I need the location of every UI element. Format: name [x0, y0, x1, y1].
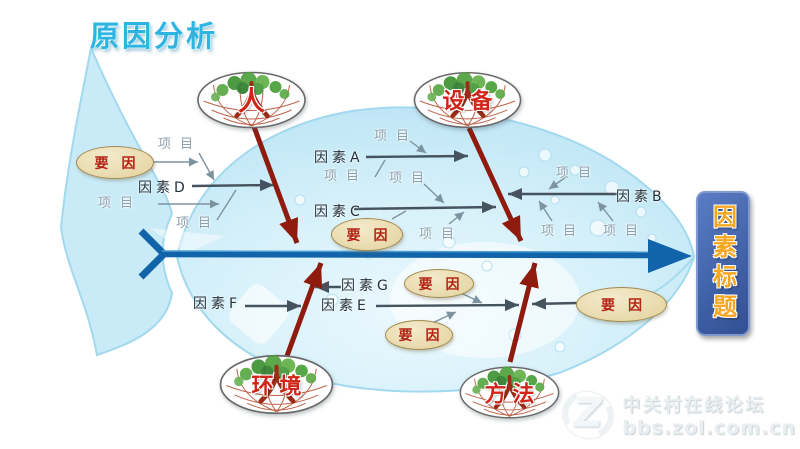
category-ellipse-equipment: 设备 [413, 71, 522, 129]
factor-label-g: 因素G [341, 278, 392, 294]
factor-label-a: 因素A [314, 150, 364, 166]
cause-label: 要因 [601, 297, 655, 314]
cause-ellipse: 要因 [76, 146, 154, 179]
item-label: 项目 [176, 216, 221, 231]
cause-label: 要因 [346, 227, 401, 244]
watermark: Z 中关村在线论坛 bbs.zol.com.cn [557, 385, 796, 445]
category-label: 设备 [442, 89, 499, 115]
item-label: 项目 [389, 171, 434, 186]
page-title: 原因分析 [90, 19, 219, 53]
main-bones [250, 123, 539, 363]
factor-title-box: 因素标题 [696, 191, 750, 336]
watermark-site-url: bbs.zol.com.cn [622, 417, 796, 439]
watermark-site-name: 中关村在线论坛 [622, 395, 766, 416]
main-bone-environment [284, 262, 324, 357]
category-ellipse-environment: 环境 [219, 354, 334, 415]
cause-ellipse: 要因 [404, 269, 474, 298]
category-label: 方法 [484, 381, 541, 407]
factor-label-b: 因素B [616, 189, 666, 205]
cause-ellipse: 要因 [576, 287, 667, 322]
cause-ellipse: 要因 [385, 320, 453, 350]
spine-arrow [138, 228, 692, 280]
item-label: 项目 [324, 169, 369, 184]
item-label: 项目 [374, 129, 419, 144]
category-label: 人 [238, 86, 271, 118]
main-bone-method [507, 262, 539, 363]
item-connectors [150, 140, 614, 325]
factor-line-a [365, 150, 469, 163]
cause-line-right [531, 297, 578, 310]
factor-label-f: 因素F [193, 296, 242, 312]
category-label: 环境 [251, 373, 308, 399]
item-label: 项目 [603, 224, 648, 239]
factor-title-label: 因素标题 [708, 203, 737, 324]
cause-label: 要因 [418, 276, 473, 293]
item-label: 项目 [556, 166, 601, 181]
factor-label-d: 因素D [138, 180, 189, 196]
cause-label: 要因 [94, 155, 149, 172]
factor-line-e [375, 299, 520, 312]
cause-label: 要因 [398, 328, 453, 344]
factor-line-d [191, 179, 275, 192]
item-label: 项目 [98, 196, 143, 211]
zol-logo-icon: Z [557, 385, 620, 445]
category-ellipse-method: 方法 [459, 361, 560, 424]
watermark-text: 中关村在线论坛 bbs.zol.com.cn [622, 391, 796, 439]
logo-letter: Z [570, 390, 607, 437]
cause-ellipse: 要因 [331, 218, 403, 251]
item-label: 项目 [541, 224, 586, 239]
main-bone-equipment [466, 126, 524, 243]
item-label: 项目 [158, 137, 203, 152]
main-bone-person [250, 123, 300, 244]
factor-label-e: 因素E [321, 298, 370, 314]
category-ellipse-person: 人 [196, 71, 307, 129]
factor-line-c [353, 201, 497, 214]
item-label: 项目 [419, 227, 464, 242]
factor-label-c: 因素C [314, 204, 364, 220]
factor-lines [191, 150, 618, 312]
